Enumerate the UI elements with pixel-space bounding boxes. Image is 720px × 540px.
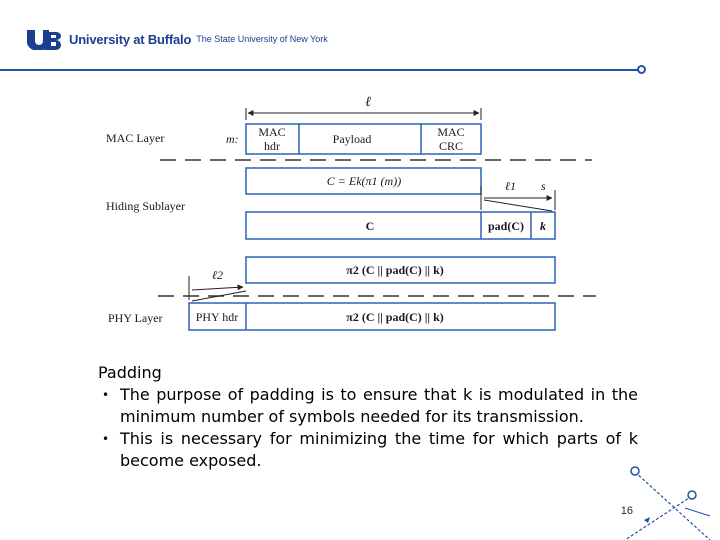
- phy-hdr-label: PHY hdr: [196, 310, 239, 324]
- layer-label-phy: PHY Layer: [108, 311, 163, 325]
- university-subtitle: The State University of New York: [196, 34, 328, 44]
- mac-hdr-line1: MAC: [258, 125, 285, 139]
- cipher-formula: C = Ek(π1 (m)): [327, 174, 401, 188]
- message-label: m:: [226, 132, 239, 146]
- university-logo: University at Buffalo The State Universi…: [26, 27, 328, 51]
- c-label: C: [366, 219, 375, 233]
- l1-label: ℓ1: [505, 179, 516, 193]
- length-label: ℓ: [365, 95, 371, 110]
- bullet-icon: •: [102, 432, 110, 446]
- bullet-item: • The purpose of padding is to ensure th…: [98, 384, 638, 428]
- deco-node-1: [630, 466, 640, 476]
- k-label: k: [540, 219, 546, 233]
- bullet-item: • This is necessary for minimizing the t…: [98, 428, 638, 472]
- mac-frame-box: [245, 123, 482, 155]
- deco-line-2: [624, 495, 693, 540]
- s-label: s: [541, 179, 546, 193]
- l2-arrow: [191, 284, 244, 291]
- payload-label: Payload: [333, 132, 372, 146]
- mac-crc-line1: MAC: [437, 125, 464, 139]
- ub-logo-icon: [27, 30, 61, 50]
- section-title: Padding: [98, 363, 162, 382]
- slide-body: Padding • The purpose of padding is to e…: [98, 362, 638, 472]
- l2-slant: [191, 290, 247, 302]
- deco-line-1: [634, 471, 711, 540]
- pad-label: pad(C): [488, 219, 524, 233]
- permuted-formula: π2 (C || pad(C) || k): [346, 263, 443, 277]
- deco-arrow-icon: [644, 517, 650, 523]
- l2-label: ℓ2: [212, 268, 223, 282]
- cipher-box: [245, 167, 482, 195]
- header-divider-endpoint: [637, 65, 646, 74]
- mac-hdr-line2: hdr: [264, 139, 280, 153]
- deco-node-2: [687, 490, 697, 500]
- padded-box: [245, 211, 556, 240]
- header-divider: [0, 69, 641, 71]
- s-slant: [483, 199, 553, 212]
- mac-crc-line2: CRC: [439, 139, 463, 153]
- bullet-text: The purpose of padding is to ensure that…: [120, 385, 638, 426]
- corner-decoration: [624, 466, 711, 540]
- packet-hiding-diagram: ℓ MAC Layer Hiding Sublayer PHY Layer m:…: [106, 95, 596, 331]
- university-name: University at Buffalo: [69, 31, 192, 47]
- permuted-box: [245, 256, 556, 284]
- deco-line-3: [684, 507, 711, 517]
- bullet-icon: •: [102, 388, 110, 402]
- layer-label-mac: MAC Layer: [106, 131, 164, 145]
- phy-permuted-formula: π2 (C || pad(C) || k): [346, 310, 443, 324]
- page-number: 16: [620, 505, 633, 517]
- bullet-text: This is necessary for minimizing the tim…: [120, 429, 638, 470]
- layer-label-hiding: Hiding Sublayer: [106, 199, 185, 213]
- phy-frame-box: [188, 302, 556, 331]
